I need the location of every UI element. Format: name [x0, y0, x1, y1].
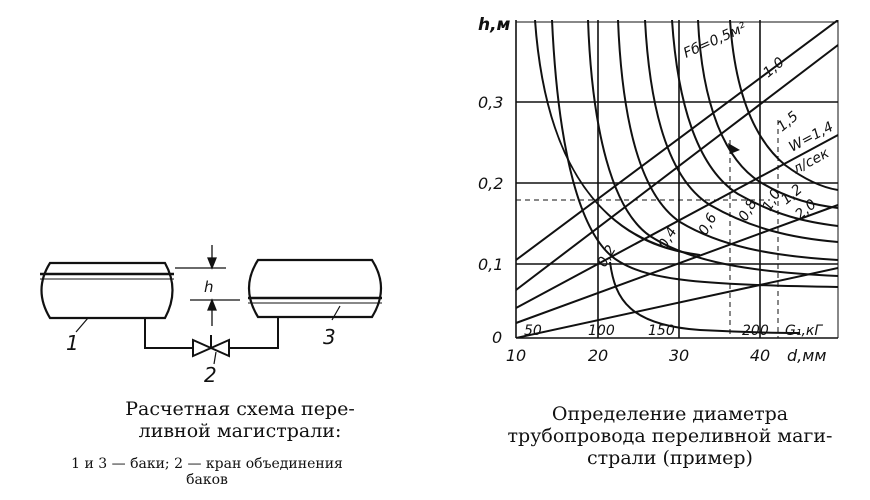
height-dimension [175, 245, 240, 326]
height-label: h [204, 278, 214, 296]
x-tick-labels: 10 20 30 40 [506, 346, 770, 365]
g-tick-1: 100 [588, 323, 615, 339]
mass-curves [534, 20, 838, 334]
x-tick-2: 30 [669, 346, 689, 365]
right-caption-line-2: трубопровода переливной маги- [507, 425, 833, 447]
curve-label-0-6: 0,6 [696, 211, 721, 238]
g-tick-3: 200 [742, 323, 769, 339]
example-arrow [728, 143, 740, 154]
right-caption-line-1: Определение диаметра [551, 403, 789, 425]
valve-label: 2 [204, 363, 217, 387]
y-axis-label: h,м [478, 15, 511, 35]
tank-1 [40, 261, 174, 320]
x-tick-3: 40 [750, 346, 770, 365]
g-tick-0: 50 [524, 323, 542, 339]
overflow-pipe [144, 317, 279, 349]
velocity-label-1-0: 1,0 [760, 54, 787, 81]
curve-label-1-0: 1,0 [760, 187, 785, 214]
overflow-scheme-diagram: h 1 3 2 [40, 245, 383, 387]
g-tick-labels: 50 100 150 200 [524, 323, 769, 339]
y-tick-0: 0 [492, 328, 502, 347]
left-caption-line-1: Расчетная схема пере- [125, 398, 355, 420]
pipe-diameter-nomogram: h,м 0 0,1 0,2 0,3 10 20 30 40 d,мм 50 10… [478, 15, 839, 365]
x-tick-1: 20 [588, 346, 608, 365]
y-tick-2: 0,2 [478, 174, 503, 193]
example-guides [516, 120, 779, 338]
x-axis-label: d,мм [787, 346, 826, 365]
g-tick-2: 150 [648, 323, 675, 339]
tank-3 [247, 258, 383, 319]
left-legend-line-2: баков [186, 472, 228, 488]
x-tick-0: 10 [506, 346, 526, 365]
left-legend-line-1: 1 и 3 — баки; 2 — кран объединения [71, 456, 343, 472]
tank-1-label: 1 [66, 331, 79, 355]
tank-3-label: 3 [323, 325, 336, 349]
right-caption: Определение диаметра трубопровода перели… [470, 403, 870, 469]
left-caption-line-2: ливной магистрали: [138, 420, 342, 442]
grid [515, 20, 839, 339]
y-tick-1: 0,1 [478, 255, 503, 274]
valve-2 [192, 335, 230, 358]
y-tick-3: 0,3 [478, 93, 503, 112]
g-axis-label: G₁,кГ [785, 323, 823, 339]
tank-area-label: Fб=0,5м² [681, 20, 749, 62]
y-tick-labels: 0 0,1 0,2 0,3 [478, 93, 503, 347]
right-caption-line-3: страли (пример) [587, 447, 753, 469]
left-legend: 1 и 3 — баки; 2 — кран объединения баков [18, 456, 396, 488]
curve-label-0-4: 0,4 [656, 225, 681, 252]
left-caption: Расчетная схема пере- ливной магистрали: [80, 398, 400, 442]
